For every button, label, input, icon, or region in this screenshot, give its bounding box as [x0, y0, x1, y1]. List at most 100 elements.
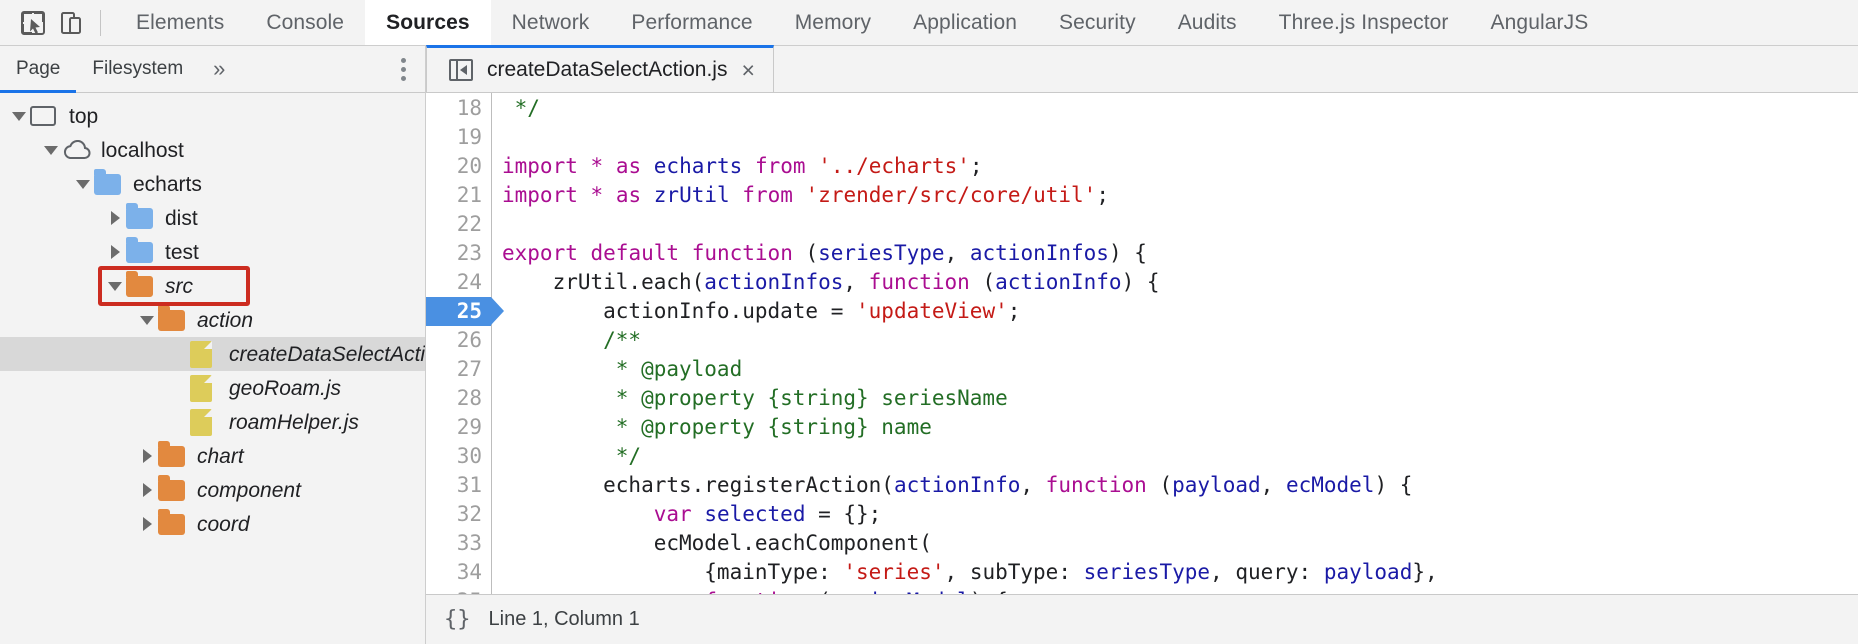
tree-item-top[interactable]: top [0, 99, 425, 133]
tree-item-action[interactable]: action [0, 303, 425, 337]
tab-security[interactable]: Security [1059, 10, 1136, 34]
tree-item-label: localhost [101, 138, 184, 162]
tab-sources[interactable]: Sources [365, 0, 491, 45]
tab-network[interactable]: Network [511, 10, 590, 34]
caret-down-icon[interactable] [40, 145, 62, 155]
tree-item-chart[interactable]: chart [0, 439, 425, 473]
line-number-22[interactable]: 22 [456, 212, 482, 236]
caret-right-icon[interactable] [136, 449, 158, 463]
tree-item-echarts[interactable]: echarts [0, 167, 425, 201]
code-token [578, 154, 591, 178]
tree-item-dist[interactable]: dist [0, 201, 425, 235]
line-number-21[interactable]: 21 [456, 183, 482, 207]
tree-item-roamhelper-js[interactable]: roamHelper.js [0, 405, 425, 439]
line-number-31[interactable]: 31 [456, 473, 482, 497]
code-line-28[interactable]: * @property {string} seriesName [502, 384, 1858, 413]
tree-item-localhost[interactable]: localhost [0, 133, 425, 167]
tree-item-coord[interactable]: coord [0, 507, 425, 541]
code-token: }, [1412, 560, 1438, 584]
editor-tab-createdataselectaction[interactable]: createDataSelectAction.js × [426, 45, 774, 92]
line-number-34[interactable]: 34 [456, 560, 482, 584]
code-line-25[interactable]: actionInfo.update = 'updateView'; [502, 297, 1858, 326]
caret-right-icon[interactable] [104, 245, 126, 259]
line-number-28[interactable]: 28 [456, 386, 482, 410]
code-token: selected [704, 502, 806, 526]
navigator-tab-filesystem[interactable]: Filesystem [92, 58, 184, 79]
code-line-34[interactable]: {mainType: 'series', subType: seriesType… [502, 558, 1858, 587]
navigator-tab-page[interactable]: Page [0, 46, 77, 93]
device-toolbar-icon[interactable] [52, 4, 90, 42]
tree-item-src[interactable]: src [0, 269, 425, 303]
code-line-23[interactable]: export default function (seriesType, act… [502, 239, 1858, 268]
caret-down-icon[interactable] [8, 111, 30, 121]
line-number-25[interactable]: 25 [426, 297, 504, 326]
code-line-19[interactable] [502, 123, 1858, 152]
tree-item-georoam-js[interactable]: geoRoam.js [0, 371, 425, 405]
tree-item-component[interactable]: component [0, 473, 425, 507]
folder-icon [126, 202, 156, 231]
folder-icon [94, 168, 124, 197]
line-number-19[interactable]: 19 [456, 125, 482, 149]
tab-performance[interactable]: Performance [631, 10, 753, 34]
tree-item-test[interactable]: test [0, 235, 425, 269]
tab-angularjs[interactable]: AngularJS [1490, 10, 1589, 34]
tree-item-label: component [197, 478, 301, 502]
tab-console[interactable]: Console [266, 10, 345, 34]
tree-item-label: geoRoam.js [229, 376, 342, 400]
caret-right-icon[interactable] [104, 211, 126, 225]
tab-application[interactable]: Application [913, 10, 1018, 34]
code-line-35[interactable]: function (seriesModel) { [502, 587, 1858, 594]
caret-right-icon[interactable] [136, 483, 158, 497]
line-number-32[interactable]: 32 [456, 502, 482, 526]
code-token: /** [502, 328, 642, 352]
code-line-20[interactable]: import * as echarts from '../echarts'; [502, 152, 1858, 181]
code-line-21[interactable]: import * as zrUtil from 'zrender/src/cor… [502, 181, 1858, 210]
line-number-26[interactable]: 26 [456, 328, 482, 352]
tree-item-createdataselectaction-js[interactable]: createDataSelectAction.js [0, 337, 425, 371]
tab-elements[interactable]: Elements [136, 10, 225, 34]
caret-down-icon[interactable] [136, 315, 158, 325]
code-line-30[interactable]: */ [502, 442, 1858, 471]
code-token: export [502, 241, 578, 265]
line-number-35[interactable]: 35 [426, 587, 491, 594]
code-token: {mainType: [502, 560, 844, 584]
code-line-18[interactable]: */ [502, 94, 1858, 123]
more-options-icon[interactable] [381, 46, 425, 92]
code-content[interactable]: */ import * as echarts from '../echarts'… [492, 93, 1858, 594]
close-icon[interactable]: × [741, 56, 755, 83]
code-line-33[interactable]: ecModel.eachComponent( [502, 529, 1858, 558]
line-number-23[interactable]: 23 [456, 241, 482, 265]
inspect-cursor-icon[interactable] [14, 4, 52, 42]
tab-threejs-inspector[interactable]: Three.js Inspector [1278, 10, 1449, 34]
pretty-print-icon[interactable]: {} [444, 607, 471, 632]
code-line-32[interactable]: var selected = {}; [502, 500, 1858, 529]
code-line-24[interactable]: zrUtil.each(actionInfos, function (actio… [502, 268, 1858, 297]
tab-memory[interactable]: Memory [794, 10, 872, 34]
caret-down-icon[interactable] [104, 281, 126, 291]
line-number-29[interactable]: 29 [456, 415, 482, 439]
caret-down-icon[interactable] [72, 179, 94, 189]
line-number-30[interactable]: 30 [456, 444, 482, 468]
code-token: ( [805, 589, 831, 594]
line-number-33[interactable]: 33 [456, 531, 482, 555]
chevron-double-right-icon[interactable]: » [213, 56, 226, 81]
code-token [692, 502, 705, 526]
code-line-22[interactable] [502, 210, 1858, 239]
line-number-20[interactable]: 20 [456, 154, 482, 178]
line-number-24[interactable]: 24 [456, 270, 482, 294]
code-line-26[interactable]: /** [502, 326, 1858, 355]
code-token [502, 502, 654, 526]
code-line-27[interactable]: * @payload [502, 355, 1858, 384]
code-line-29[interactable]: * @property {string} name [502, 413, 1858, 442]
show-navigator-icon[interactable] [449, 59, 473, 81]
line-number-27[interactable]: 27 [456, 357, 482, 381]
line-number-18[interactable]: 18 [456, 96, 482, 120]
code-token: * @property {string} seriesName [502, 386, 1008, 410]
code-token: actionInfos [704, 270, 844, 294]
code-line-31[interactable]: echarts.registerAction(actionInfo, funct… [502, 471, 1858, 500]
caret-right-icon[interactable] [136, 517, 158, 531]
tab-audits[interactable]: Audits [1177, 10, 1237, 34]
